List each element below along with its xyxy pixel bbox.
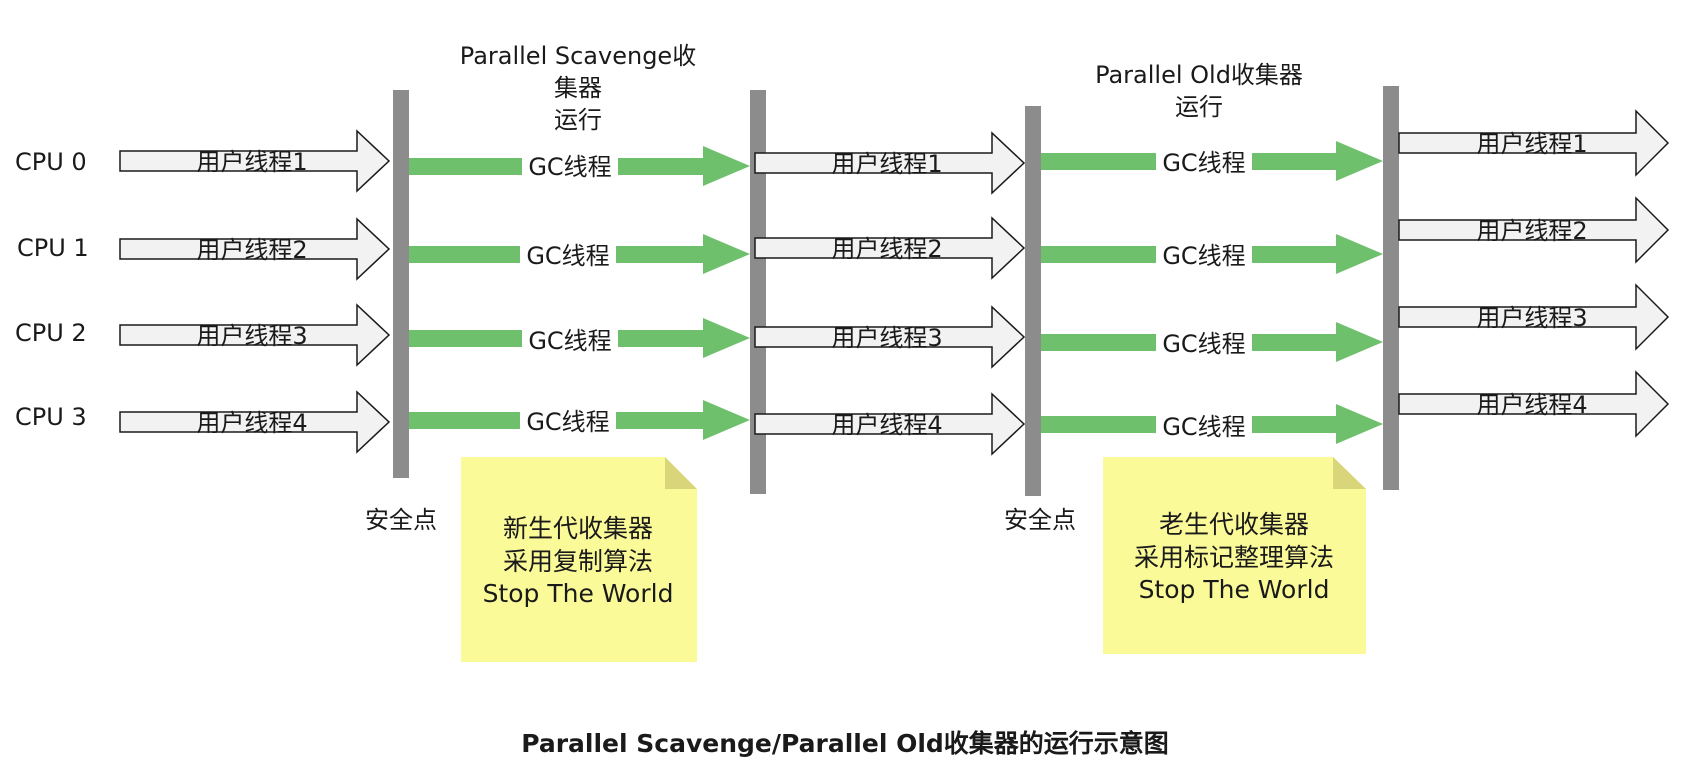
user-thread-label: 用户线程4	[196, 409, 307, 437]
note-line: Stop The World	[1139, 575, 1330, 604]
safepoint-label: 安全点	[1004, 506, 1076, 534]
cpu-label-0: CPU 0	[15, 148, 87, 176]
user-thread-arrow	[119, 303, 391, 367]
user-thread-arrow	[1398, 370, 1670, 438]
safepoint-barrier	[1025, 106, 1041, 496]
note-fold	[1333, 457, 1366, 489]
note-line: 老生代收集器	[1159, 510, 1309, 539]
note-young-collector: 新生代收集器 采用复制算法 Stop The World	[461, 457, 697, 662]
note-line: 新生代收集器	[503, 514, 653, 543]
user-thread-label: 用户线程1	[1476, 130, 1587, 158]
note-line: Stop The World	[483, 579, 674, 608]
safepoint-barrier	[393, 90, 409, 478]
barriers	[393, 86, 1399, 496]
user-thread-arrow	[754, 392, 1026, 456]
note-body	[461, 457, 697, 662]
phase-heading-line: Parallel Old收集器	[1095, 61, 1303, 89]
phase-heading-line: 运行	[554, 106, 602, 134]
gc-arrow-head	[1336, 234, 1383, 274]
gc-label-bg	[522, 325, 618, 355]
user-thread-arrow	[754, 216, 1026, 280]
user-thread-label: 用户线程3	[1476, 304, 1587, 332]
gc-label-bg	[1156, 241, 1252, 271]
user-thread-label: 用户线程1	[831, 150, 942, 178]
gc-old-threads: GC线程 GC线程 GC线程 GC线程	[1041, 141, 1383, 444]
gc-young-threads: GC线程 GC线程 GC线程 GC线程	[409, 146, 750, 440]
phase-heading-line: Parallel Scavenge收	[460, 42, 696, 70]
note-old-collector: 老生代收集器 采用标记整理算法 Stop The World	[1103, 457, 1366, 654]
phase-end-barrier	[750, 90, 766, 494]
cpu-label-2: CPU 2	[15, 319, 87, 347]
gc-arrow-head	[703, 234, 750, 274]
cpu-label-1: CPU 1	[17, 234, 89, 262]
user-thread-arrow	[754, 305, 1026, 369]
user-threads-end: 用户线程1 用户线程2 用户线程3 用户线程4	[1398, 109, 1670, 438]
phase-heading-line: 集器	[554, 74, 602, 102]
user-thread-arrow	[1398, 196, 1670, 264]
cpu-labels: CPU 0 CPU 1 CPU 2 CPU 3	[15, 148, 89, 431]
gc-arrow-head	[703, 400, 750, 440]
gc-label-bg	[522, 152, 618, 182]
gc-label-bg	[520, 241, 616, 271]
note-line: 采用复制算法	[503, 547, 653, 576]
safepoint-label: 安全点	[365, 506, 437, 534]
gc-thread-label: GC线程	[1162, 330, 1245, 358]
phase-end-barrier	[1383, 86, 1399, 490]
user-thread-label: 用户线程2	[196, 236, 307, 264]
user-thread-label: 用户线程2	[831, 235, 942, 263]
phase-heading-old: Parallel Old收集器 运行	[1095, 61, 1303, 121]
diagram-caption: Parallel Scavenge/Parallel Old收集器的运行示意图	[521, 729, 1169, 758]
phase-heading-line: 运行	[1175, 93, 1223, 121]
note-fold	[665, 457, 697, 489]
gc-thread-label: GC线程	[526, 242, 609, 270]
user-thread-arrow	[119, 390, 391, 454]
user-thread-label: 用户线程3	[831, 324, 942, 352]
gc-arrow-head	[1336, 322, 1383, 362]
phase-heading-young: Parallel Scavenge收 集器 运行	[460, 42, 696, 134]
gc-thread-label: GC线程	[1162, 413, 1245, 441]
gc-arrow-head	[1336, 404, 1383, 444]
note-line: 采用标记整理算法	[1134, 543, 1334, 572]
user-thread-arrow	[119, 129, 391, 193]
gc-arrow-head	[703, 146, 750, 186]
user-threads-start: 用户线程1 用户线程2 用户线程3 用户线程4	[119, 129, 391, 454]
user-thread-label: 用户线程3	[196, 322, 307, 350]
note-body	[1103, 457, 1366, 654]
gc-arrow-head	[703, 318, 750, 358]
gc-label-bg	[1156, 411, 1252, 441]
cpu-label-3: CPU 3	[15, 403, 87, 431]
gc-thread-label: GC线程	[526, 408, 609, 436]
user-thread-label: 用户线程4	[831, 411, 942, 439]
gc-label-bg	[1156, 329, 1252, 359]
user-thread-arrow	[119, 217, 391, 281]
gc-label-bg	[1156, 148, 1252, 178]
user-thread-arrow	[1398, 109, 1670, 177]
gc-label-bg	[520, 407, 616, 437]
user-thread-arrow	[1398, 283, 1670, 351]
user-thread-label: 用户线程1	[196, 148, 307, 176]
gc-thread-label: GC线程	[1162, 242, 1245, 270]
gc-thread-label: GC线程	[528, 153, 611, 181]
gc-arrow-head	[1336, 141, 1383, 181]
user-threads-middle: 用户线程1 用户线程2 用户线程3 用户线程4	[754, 131, 1026, 456]
gc-thread-label: GC线程	[528, 327, 611, 355]
user-thread-label: 用户线程4	[1476, 391, 1587, 419]
user-thread-label: 用户线程2	[1476, 217, 1587, 245]
gc-thread-label: GC线程	[1162, 149, 1245, 177]
user-thread-arrow	[754, 131, 1026, 195]
